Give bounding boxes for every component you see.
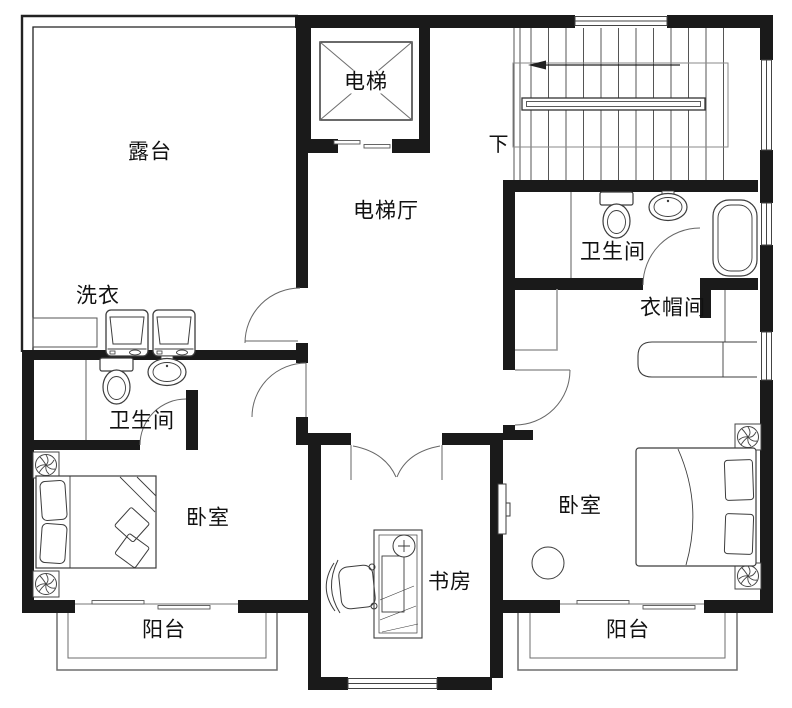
door-right-bathroom [642,227,701,286]
window-right-cloakroom [761,331,772,381]
room-label-balcony-left: 阳台 [142,617,186,642]
room-label-balcony-right: 阳台 [606,617,650,642]
room-label-elevator-hall: 电梯厅 [353,198,419,223]
balcony-right-railing [517,613,738,671]
elevator-sliding-door [333,140,391,149]
room-label-bathroom-left: 卫生间 [109,408,175,433]
window-top-stairs [574,16,668,26]
stairs [512,28,729,180]
bed-icon [35,475,157,569]
room-label-elevator: 电梯 [342,69,390,94]
room-label-study: 书房 [428,569,472,594]
fan-icon [734,423,762,451]
toilet-icon [599,191,634,239]
tv-icon [497,483,511,535]
elevator-shaft [319,41,413,149]
guide-lines [85,192,726,440]
stair-handrail [521,97,706,111]
sliding-door-right-balcony [560,600,704,610]
stair-flight-outline [512,62,729,148]
door-left-corridor [251,362,307,418]
sliding-door-left-balcony [75,600,238,610]
washing-machine-icon [152,309,196,357]
room-label-cloakroom: 衣帽间 [640,295,706,320]
laundry-counter [32,317,98,348]
window-right-bathroom [761,202,772,246]
window-study [347,678,438,689]
fan-icon [734,562,762,590]
room-label-terrace: 露台 [128,139,172,164]
room-label-bedroom-left: 卧室 [186,505,230,530]
doors [139,227,701,480]
desk-icon [373,529,423,639]
walls [22,15,773,690]
windows [347,16,772,689]
balcony-left-railing [56,613,278,671]
sink-icon [147,355,187,387]
bed-icon [635,447,757,567]
door-terrace [244,287,301,344]
cloakroom-closet-outline [515,289,558,351]
fan-icon [32,451,60,479]
wardrobe-cabinet [637,341,757,378]
room-label-laundry: 洗衣 [76,283,120,308]
room-label-bathroom-right: 卫生间 [580,239,646,264]
window-right-stairs [761,59,772,151]
door-study-double [350,445,443,480]
stool-icon [531,546,565,580]
toilet-icon [99,357,134,405]
sink-icon [648,190,688,222]
stair-direction-label: 下 [486,132,512,156]
fan-icon [32,570,60,598]
washing-machine-icon [105,309,149,357]
door-right-bedroom [514,369,571,426]
room-label-bedroom-right: 卧室 [558,493,602,518]
door-left-bathroom [139,398,187,446]
stair-direction-arrow-icon [528,60,680,70]
bathtub-icon [712,199,758,277]
terrace-parapet [20,14,298,352]
chair-icon [325,559,378,614]
